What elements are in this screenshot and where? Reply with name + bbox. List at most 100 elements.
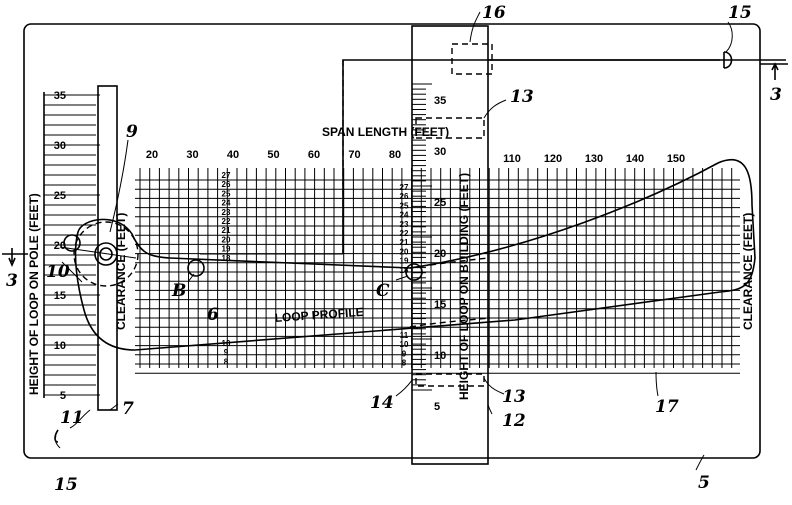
clearance-slide[interactable] — [97, 85, 118, 411]
pole-axis-label: HEIGHT OF LOOP ON POLE (FEET) — [27, 193, 41, 395]
span-tick-label: 80 — [389, 149, 401, 161]
clearance-right-bottom-value: 9 — [402, 349, 407, 358]
ref-10: 10 — [46, 262, 70, 282]
string-anchor-d — [723, 51, 733, 69]
building-tick-label: 15 — [434, 299, 446, 311]
span-tick-label: 60 — [308, 149, 320, 161]
ref-5: 5 — [698, 473, 710, 493]
pole-scale — [44, 94, 100, 396]
clearance-right-top-value: 25 — [400, 201, 409, 210]
ref-13-top: 13 — [510, 87, 534, 107]
clearance-right-top-value: 20 — [400, 247, 409, 256]
building-tick-label: 25 — [434, 197, 446, 209]
span-tick-label: 110 — [503, 153, 521, 165]
clearance-right-bottom-value: 11 — [400, 331, 409, 340]
building-tick-label: 35 — [434, 95, 446, 107]
building-tick-label: 10 — [434, 350, 446, 362]
span-tick-label: 50 — [267, 149, 279, 161]
clearance-left-top-value: 18 — [222, 254, 231, 263]
building-tick-label: 5 — [434, 401, 440, 413]
clearance-right-bottom-value: 10 — [400, 340, 409, 349]
clearance-left-top-value: 21 — [222, 226, 231, 235]
pivot-dashed-circle — [73, 221, 139, 287]
building-tick-label: 30 — [434, 146, 446, 158]
span-length-label: SPAN LENGTH (FEET) — [322, 125, 449, 139]
clearance-left-bottom-value: 10 — [222, 339, 231, 348]
clearance-right-label: CLEARANCE (FEET) — [741, 213, 755, 330]
pivot-outer[interactable] — [94, 242, 118, 266]
section-arrow-left — [2, 248, 28, 268]
ref-17: 17 — [655, 397, 679, 417]
clearance-left-top-value: 27 — [222, 171, 231, 180]
point-c-label: C — [376, 281, 390, 301]
point-a-marker — [63, 234, 81, 252]
clearance-left-top-value: 19 — [222, 245, 231, 254]
lower-slot — [415, 373, 485, 387]
upper-slot — [415, 117, 485, 139]
ref-16: 16 — [482, 3, 506, 23]
section-arrow-right — [760, 62, 788, 80]
pivot-inner — [99, 247, 113, 261]
loop-profile-dashed-lower — [409, 317, 491, 328]
ref-12: 12 — [502, 411, 526, 431]
pole-tick-label: 25 — [54, 190, 66, 202]
span-tick-label: 150 — [667, 153, 685, 165]
clearance-left-top-value: 20 — [222, 235, 231, 244]
building-tick-label: 20 — [434, 248, 446, 260]
clearance-left-top-value: 25 — [222, 189, 231, 198]
ref-13-bottom: 13 — [502, 387, 526, 407]
loop-profile-plate — [74, 158, 756, 351]
leader-lines — [54, 11, 733, 471]
ref-6: 6 — [207, 305, 219, 325]
span-grid — [135, 168, 740, 374]
pole-tick-label: 15 — [54, 290, 66, 302]
ref-7: 7 — [122, 399, 134, 419]
building-tick-labels: 35 30 25 20 15 10 5 — [434, 95, 446, 413]
pivot-cross-line — [59, 246, 137, 259]
clearance-right-top-value: 23 — [400, 220, 409, 229]
clearance-left-top-value: 26 — [222, 180, 231, 189]
ref-11: 11 — [60, 408, 84, 428]
clearance-right-top-value: 26 — [400, 192, 409, 201]
pole-tick-label: 35 — [54, 90, 66, 102]
pole-tick-label: 5 — [60, 390, 66, 402]
point-c-marker — [405, 263, 423, 281]
building-scale — [412, 83, 432, 391]
ref-15-top: 15 — [728, 3, 752, 23]
ref-9: 9 — [126, 122, 138, 142]
clearance-right-bottom-value: 8 — [402, 359, 407, 368]
ref-14: 14 — [370, 393, 394, 413]
clearance-right-top-value: 21 — [400, 238, 409, 247]
span-tick-label: 120 — [544, 153, 562, 165]
ref-15-bottom: 15 — [54, 475, 78, 495]
span-tick-label: 40 — [227, 149, 239, 161]
clearance-left-top-value: 23 — [222, 208, 231, 217]
span-tick-label: 20 — [146, 149, 158, 161]
clearance-columns: 2726252423222120191827262524232221201918… — [222, 171, 409, 368]
pole-tick-label: 20 — [54, 240, 66, 252]
clearance-right-top-value: 18 — [400, 266, 409, 275]
point-b-label: B — [171, 281, 186, 301]
ref-3-right: 3 — [770, 85, 782, 105]
ref-3-left: 3 — [6, 271, 18, 291]
clearance-left-label: CLEARANCE (FEET) — [114, 213, 128, 330]
base-board — [23, 23, 761, 459]
point-b-marker — [187, 259, 205, 277]
span-tick-label: 70 — [348, 149, 360, 161]
pole-tick-labels: 35 30 25 20 15 10 5 — [54, 90, 66, 402]
clearance-left-top-value: 24 — [222, 199, 231, 208]
clearance-left-bottom-value: 8 — [224, 357, 229, 366]
string-block — [451, 43, 493, 75]
clearance-right-top-value: 24 — [400, 211, 409, 220]
pole-tick-label: 10 — [54, 340, 66, 352]
span-tick-label: 130 — [585, 153, 603, 165]
span-tick-label: 30 — [186, 149, 198, 161]
clearance-right-top-value: 22 — [400, 229, 409, 238]
clearance-right-top-value: 19 — [400, 257, 409, 266]
clearance-left-top-value: 22 — [222, 217, 231, 226]
loop-profile-label: LOOP PROFILE — [274, 305, 364, 325]
clearance-right-top-value: 27 — [400, 183, 409, 192]
pole-tick-label: 30 — [54, 140, 66, 152]
